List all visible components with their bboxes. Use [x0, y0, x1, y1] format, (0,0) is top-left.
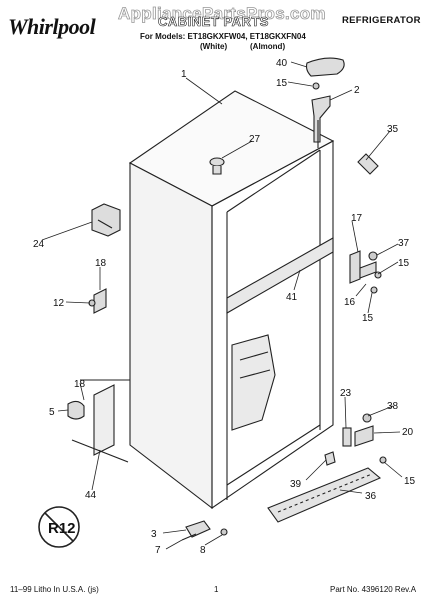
callout-15-bottom: 15: [404, 476, 416, 487]
bottom-hinge: [354, 425, 374, 447]
divider-rail: [226, 237, 334, 314]
toe-grille: [267, 467, 382, 523]
callout-8: 8: [200, 545, 206, 556]
callout-35: 35: [387, 124, 399, 135]
callout-15-right: 15: [398, 258, 410, 269]
callout-44: 44: [85, 490, 97, 501]
cabinet-back-panel: [211, 140, 334, 510]
callout-12: 12: [53, 298, 65, 309]
callout-15-center: 15: [362, 313, 374, 324]
callout-40: 40: [276, 58, 288, 69]
r12-badge-label: R12: [48, 520, 76, 537]
callout-39: 39: [290, 479, 302, 490]
callout-2: 2: [354, 85, 360, 96]
callout-27: 27: [249, 134, 261, 145]
top-plug: [209, 157, 225, 167]
side-trim: [357, 153, 379, 175]
callout-23: 23: [340, 388, 352, 399]
footer-part-number: Part No. 4396120 Rev.A: [330, 585, 417, 594]
center-hinge: [349, 250, 361, 284]
callout-18: 18: [95, 258, 107, 269]
callout-17: 17: [351, 213, 363, 224]
left-bracket-upper: [93, 288, 107, 314]
left-lower-panel: [93, 384, 115, 456]
callout-15: 15: [276, 78, 288, 89]
callout-38: 38: [387, 401, 399, 412]
brand-logo: Whirlpool: [8, 14, 96, 39]
callout-37: 37: [398, 238, 410, 249]
cabinet-left-side: [129, 162, 213, 510]
callout-41: 41: [286, 292, 298, 303]
clip: [324, 451, 336, 466]
callout-5: 5: [49, 407, 55, 418]
footer-page-number: 1: [214, 585, 219, 594]
page-title: CABINET PARTS: [158, 14, 269, 30]
variant-almond: (Almond): [250, 42, 286, 51]
door-stop: [91, 203, 121, 237]
models-line: For Models: ET18GKXFW04, ET18GKXFN04: [140, 32, 306, 41]
callout-18-lower: 18: [74, 379, 86, 390]
top-hinge: [311, 95, 331, 143]
callout-20: 20: [402, 427, 414, 438]
callout-1: 1: [181, 69, 187, 80]
category-label: REFRIGERATOR: [342, 15, 421, 26]
leveling-leg: [185, 520, 211, 538]
variant-white: (White): [200, 42, 228, 51]
callout-3: 3: [151, 529, 157, 540]
callout-7: 7: [155, 545, 161, 556]
callout-24: 24: [33, 239, 45, 250]
hinge-cover: [305, 57, 345, 77]
callout-36: 36: [365, 491, 377, 502]
footer-print-info: 11–99 Litho In U.S.A. (js): [10, 585, 99, 594]
callout-16: 16: [344, 297, 356, 308]
watermark: AppliancePartsPros.com: [118, 4, 326, 24]
